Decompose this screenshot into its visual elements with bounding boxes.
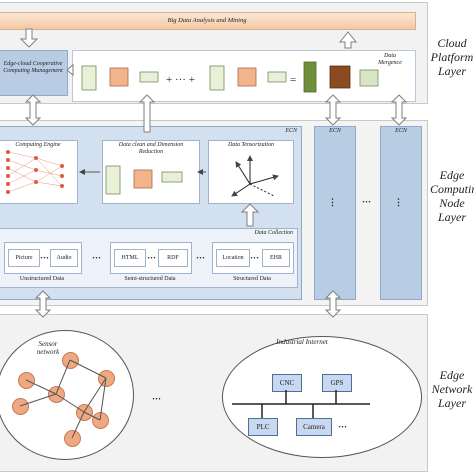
arrow-cloud-clean: [138, 94, 156, 133]
svg-text:···: ···: [362, 197, 371, 207]
rdf-item: RDF: [158, 249, 188, 267]
arrow-mgmt-mergence: [66, 63, 74, 77]
big-data-banner: Big Data Analysis and Mining: [0, 12, 416, 30]
ehr-label: EHR: [270, 255, 282, 261]
arrow-mergence-up: [338, 31, 358, 49]
arrow-ecn-network: [34, 290, 52, 318]
html-item: HTML: [114, 249, 146, 267]
industrial-internet-label: Industrial Internet: [276, 338, 328, 346]
svg-text:···: ···: [152, 394, 161, 404]
edge-node-layer-label: Edge Computing Node Layer: [430, 168, 474, 224]
unstructured-title: Unstructured Data: [19, 276, 65, 282]
arrow-banner-to-mgmt: [19, 28, 39, 48]
edge-cloud-management-label: Edge-cloud Cooperative Computing Managem…: [3, 61, 63, 74]
svg-text:···: ···: [338, 422, 347, 432]
picture-item: Picture: [8, 249, 40, 267]
audio-item: Audio: [50, 249, 78, 267]
html-label: HTML: [121, 255, 139, 261]
svg-text:=: =: [290, 74, 296, 86]
clean-reduction-label: Data clean and Dimension Reduction: [118, 142, 184, 155]
sensor-node-3: [98, 370, 115, 387]
edge-cloud-management-box: Edge-cloud Cooperative Computing Managem…: [0, 50, 68, 96]
big-data-banner-label: Big Data Analysis and Mining: [167, 17, 247, 24]
picture-label: Picture: [15, 255, 33, 261]
svg-text:···: ···: [40, 253, 49, 263]
svg-text:+ ··· +: + ··· +: [166, 74, 195, 86]
location-item: Location: [216, 249, 250, 267]
svg-text:···: ···: [147, 253, 156, 263]
structured-title: Structured Data: [233, 276, 271, 282]
tensorization-box: Data Tensorization: [208, 140, 294, 204]
tensorization-label: Data Tensorization: [228, 142, 274, 148]
cnc-device: CNC: [272, 374, 302, 392]
gps-device: GPS: [322, 374, 352, 392]
ehr-item: EHR: [262, 249, 290, 267]
audio-label: Audio: [56, 255, 72, 261]
arrow-cloud-ecn-main: [24, 94, 42, 126]
camera-device: Camera: [296, 418, 332, 436]
arrow-cloud-ecn2: [390, 94, 408, 126]
plc-device: PLC: [248, 418, 278, 436]
sensor-network-label: Sensor network: [36, 340, 60, 356]
rdf-label: RDF: [167, 255, 179, 261]
sensor-node-7: [92, 412, 109, 429]
sensor-node-8: [64, 430, 81, 447]
main-ecn-label: ECN: [285, 128, 297, 134]
ecn-column-1: ECN: [314, 126, 356, 300]
sensor-node-6: [12, 398, 29, 415]
svg-text:⋮: ⋮: [394, 197, 403, 207]
location-label: Location: [222, 255, 244, 261]
svg-text:···: ···: [92, 253, 101, 263]
arrow-collection-tensor: [240, 203, 260, 227]
svg-text:···: ···: [196, 253, 205, 263]
arrow-ecn1-network: [324, 290, 342, 318]
semi-structured-title: Semi-structured Data: [124, 276, 176, 282]
ecn-column-1-label: ECN: [329, 128, 341, 134]
edge-network-layer-label: Edge Network Layer: [431, 368, 473, 410]
ecn-column-2: ECN: [380, 126, 422, 300]
ecn-column-2-label: ECN: [395, 128, 407, 134]
arrow-cloud-ecn1: [324, 94, 342, 126]
computing-engine-box: Computing Engine: [0, 140, 78, 204]
computing-engine-label: Computing Engine: [15, 142, 61, 148]
cloud-layer-label: Cloud Platform Layer: [430, 36, 474, 78]
svg-text:⋮: ⋮: [328, 197, 337, 207]
data-mergence-label: Data Mergence: [378, 53, 402, 66]
svg-text:···: ···: [250, 253, 259, 263]
industrial-internet-ellipse: [222, 336, 422, 458]
data-collection-label: Data Collection: [254, 230, 294, 236]
